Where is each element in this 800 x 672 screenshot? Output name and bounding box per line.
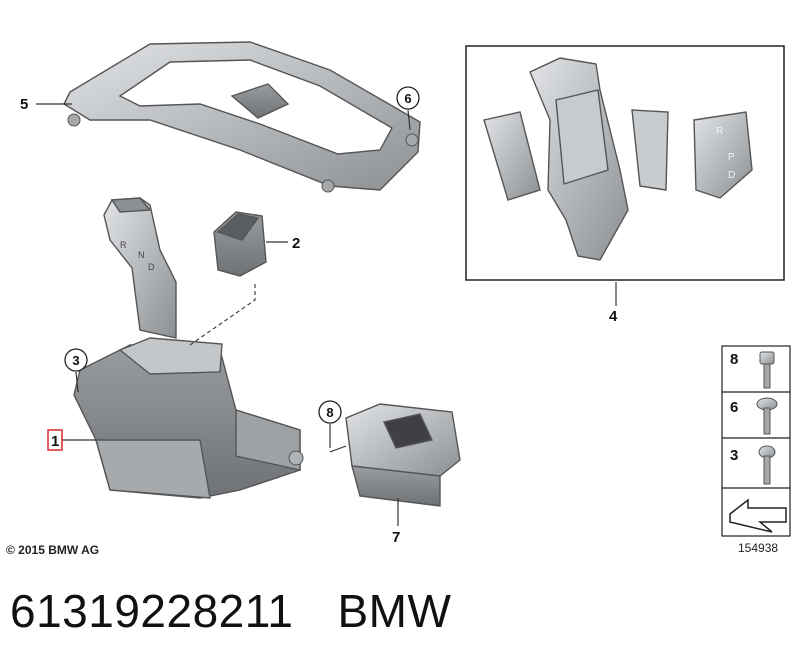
gear-knob-detail-frame [465,45,785,281]
flange-screw-icon [756,397,778,435]
caption: 61319228211 BMW [10,584,451,638]
legend-number-8: 8 [730,351,738,368]
shift-knob-cover-part: R P D [483,57,753,261]
callout-6-circle [396,86,420,110]
svg-text:D: D [728,170,735,181]
switch-part [213,211,267,277]
park-button-part [329,403,461,507]
trim-frame-part [63,41,421,193]
reference-number: 154938 [738,541,778,555]
legend-number-6: 6 [730,399,738,416]
callout-5: 5 [20,96,28,113]
callout-1: 1 [51,433,59,450]
callout-8-circle [318,400,342,424]
direction-arrow-icon [729,498,787,533]
svg-text:D: D [148,262,155,272]
socket-screw-icon [759,351,775,389]
part-number: 61319228211 [10,585,294,637]
pan-head-screw-icon [758,445,776,485]
callout-3-circle [64,348,88,372]
callout-3: 3 [72,353,79,368]
callout-1-highlight [47,429,63,451]
svg-text:R: R [120,240,127,250]
svg-text:N: N [138,250,145,260]
svg-text:P: P [728,152,735,163]
gear-shifter-assembly-part: R N D [73,197,304,499]
fastener-legend: 8 6 3 [721,345,791,537]
callout-4: 4 [609,308,618,325]
leader-lines [36,103,617,526]
callout-7: 7 [392,529,400,546]
legend-number-3: 3 [730,447,738,464]
copyright-text: © 2015 BMW AG [6,543,99,557]
svg-text:R: R [716,126,723,137]
callout-6: 6 [404,91,411,106]
callout-2: 2 [292,235,300,252]
callout-8: 8 [326,405,333,420]
brand-name: BMW [337,585,452,637]
